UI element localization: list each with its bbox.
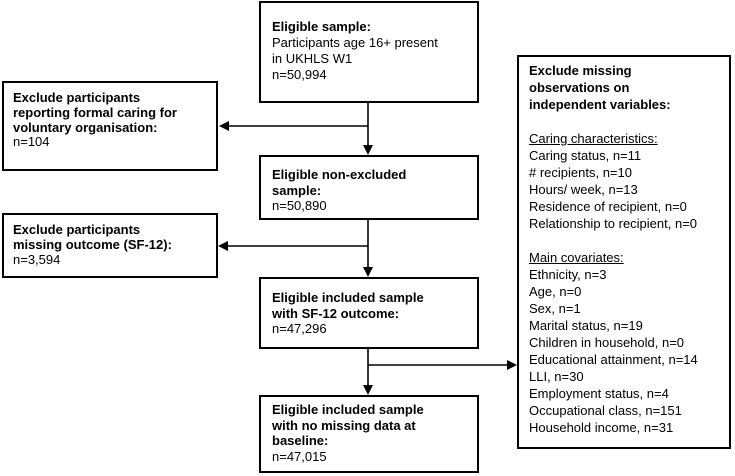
box-count: n=50,890 <box>272 198 327 213</box>
box-count: n=47,296 <box>272 321 327 336</box>
arrow-to-exclude-observations <box>368 360 517 370</box>
box-title: Eligible sample: <box>272 19 371 34</box>
box-count: n=47,015 <box>272 448 327 464</box>
arrow-to-exclude-voluntary <box>219 121 368 131</box>
box-count: n=104 <box>13 134 50 150</box>
arrow-non-excluded-to-sf12 <box>363 219 373 277</box>
arrow-eligible-to-non-excluded <box>363 103 373 155</box>
section-caring-characteristics: Caring characteristics: Caring status, n… <box>529 130 723 232</box>
section-heading: Main covariates: <box>529 250 624 265</box>
arrow-sf12-to-no-missing <box>363 348 373 395</box>
section-heading: Caring characteristics: <box>529 131 658 146</box>
box-eligible-sample: Eligible sample: Participants age 16+ pr… <box>259 1 479 103</box>
box-count: n=3,594 <box>13 251 61 267</box>
arrow-to-exclude-outcome <box>218 241 368 251</box>
box-count: n=50,994 <box>272 67 327 82</box>
